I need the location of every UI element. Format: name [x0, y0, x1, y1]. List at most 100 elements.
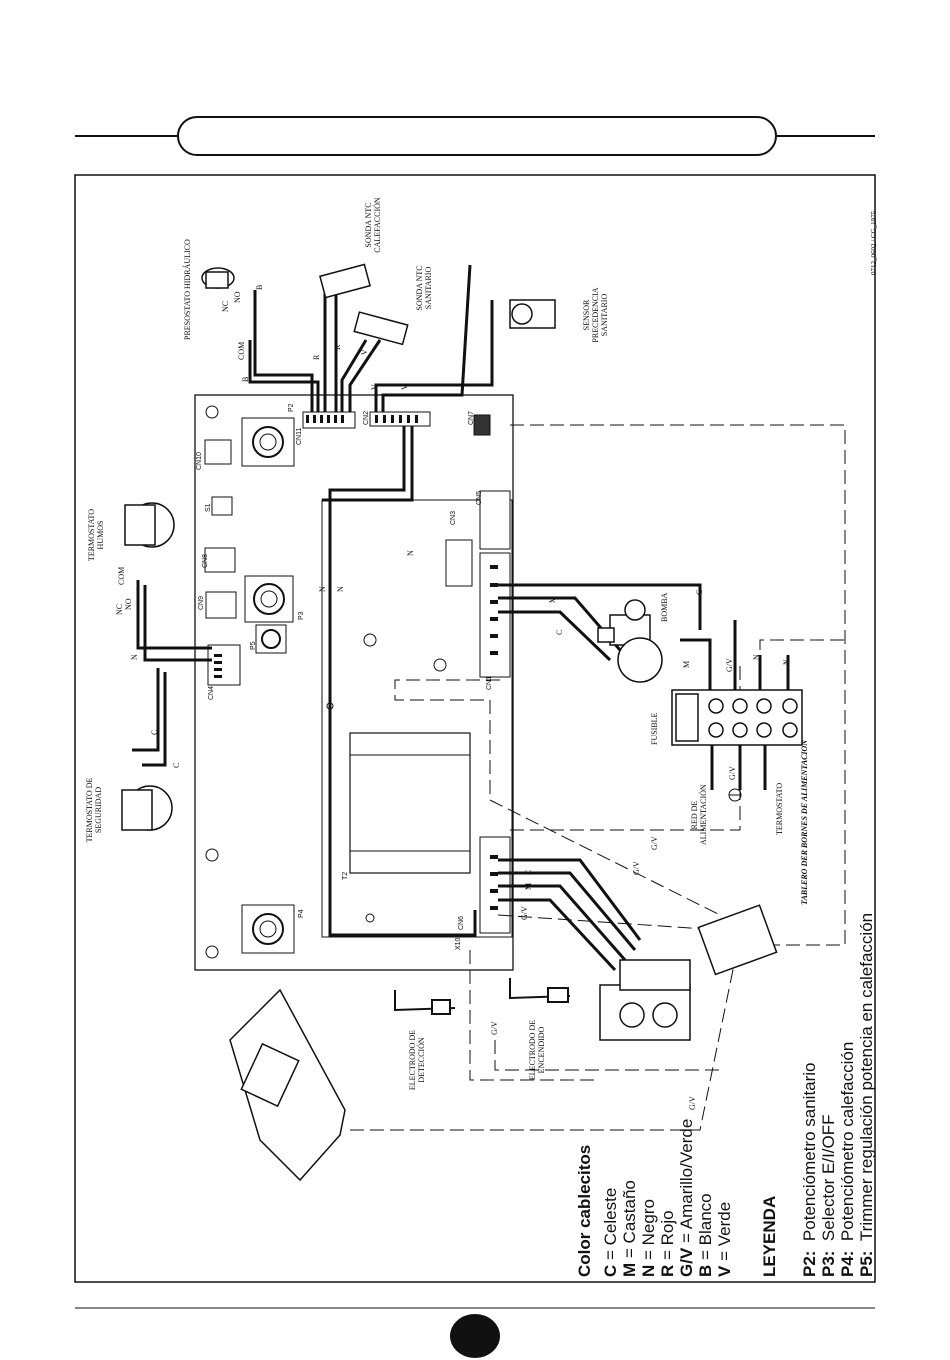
- label-termostato: TERMOSTATO: [775, 782, 784, 835]
- leyenda-item: P2: Potenciómetro sanitario: [800, 1062, 819, 1277]
- label-cn3: CN3: [450, 510, 457, 525]
- wire-c-2: C: [172, 762, 181, 768]
- label-p2: P2: [288, 403, 295, 412]
- label-bomba: BOMBA: [660, 592, 669, 622]
- presostato-icon: [201, 267, 235, 289]
- label-cn8: CN8: [202, 553, 209, 568]
- potentiometer-p3: [244, 575, 294, 623]
- color-legend: Color cablecitos C = Celeste M = Castaño…: [575, 1119, 734, 1277]
- valve-connector-icon: [697, 904, 778, 976]
- connector-pins: [214, 415, 498, 910]
- label-presostato-nc: NC: [221, 300, 230, 312]
- wire-gv-2: G/V: [728, 766, 737, 780]
- label-humos-nc: NC: [115, 603, 124, 615]
- label-termostato-humos: TERMOSTATO HUMOS: [87, 508, 105, 562]
- wire-gv-7: G/V: [688, 1096, 697, 1110]
- page-number-badge: [450, 1314, 500, 1358]
- leyenda-item: P5: Trimmer regulación potencia en calef…: [857, 912, 876, 1277]
- wire-b-1: B: [241, 376, 250, 382]
- label-x10: X10: [455, 937, 462, 950]
- pump-icon: [597, 599, 663, 683]
- label-tablero: TABLERO DER BORNES DE ALIMENTACION: [800, 739, 809, 905]
- termostato-humos-icon: [124, 502, 175, 548]
- color-legend-item: G/V = Amarillo/Verde: [677, 1118, 696, 1277]
- wire-gv-6: G/V: [490, 1021, 499, 1035]
- label-cn9: CN9: [198, 595, 205, 610]
- wire-n-4: N: [406, 550, 415, 556]
- color-legend-item: V = Verde: [715, 1201, 734, 1277]
- sensor-precedencia-icon: [509, 299, 556, 329]
- label-red-alimentacion: RED DE ALIMENTACIÓN: [690, 784, 708, 845]
- label-p4: P4: [298, 909, 305, 918]
- color-legend-title: Color cablecitos: [575, 1144, 594, 1277]
- wire-n-3: N: [130, 654, 139, 660]
- label-cn7: CN7: [468, 410, 475, 425]
- label-cn6: CN6: [458, 915, 465, 930]
- control-board: [194, 394, 514, 971]
- label-presostato: PRESOSTATO HIDRÁULICO: [183, 239, 192, 340]
- header-title-box: [177, 116, 777, 156]
- label-cn5: CN5: [476, 490, 483, 505]
- potentiometer-p4: [241, 904, 295, 954]
- wire-gv-5: G/V: [520, 906, 529, 920]
- transformer-t2: [349, 732, 471, 874]
- ground-symbol-icon: [728, 788, 742, 802]
- wire-gv-1: G/V: [725, 658, 734, 672]
- label-sensor-precedencia: SENSOR PRECEDENCIA SANITARIO: [582, 287, 609, 343]
- wire-c-3: C: [555, 629, 564, 635]
- termostato-seguridad-icon: [121, 785, 173, 831]
- burner-icon: [229, 988, 346, 1182]
- label-cn2: CN2: [363, 410, 370, 425]
- wire-m-2: M: [682, 660, 691, 668]
- diagram-frame: [74, 174, 876, 1283]
- terminal-block: [671, 689, 803, 746]
- electrodo-deteccion-icon: [394, 990, 456, 1015]
- wires: [132, 264, 790, 972]
- wire-c-4: C: [695, 589, 704, 595]
- label-cn1: CN1: [486, 675, 493, 690]
- electrodo-encendido-icon: [509, 978, 571, 1003]
- wire-n-5: N: [752, 654, 761, 660]
- leyenda: LEYENDA P2: Potenciómetro sanitario P3: …: [760, 913, 876, 1277]
- label-humos-no: NO: [124, 598, 133, 610]
- label-sonda-sanitario: SONDA NTC SANITARIO: [415, 265, 433, 311]
- label-cn10: CN10: [196, 452, 203, 470]
- wire-m-1: M: [548, 595, 557, 603]
- leyenda-item: P4: Potenciómetro calefacción: [838, 1041, 857, 1277]
- color-legend-item: M = Castaño: [620, 1180, 639, 1277]
- wire-r-2: R: [333, 344, 342, 350]
- trimmer-p5: [255, 624, 287, 654]
- label-cn4: CN4: [208, 685, 215, 700]
- wire-r-1: R: [312, 354, 321, 360]
- leyenda-item: P3: Selector E/I/OFF: [819, 1114, 838, 1277]
- wire-b-2: B: [255, 284, 264, 290]
- wire-gv-4: G/V: [632, 861, 641, 875]
- label-termostato-seguridad: TERMOSTATO DE SEGURIDAD: [85, 777, 103, 843]
- wire-m-3: M: [524, 882, 533, 890]
- sonda-calefaccion-icon: [319, 263, 371, 299]
- wire-c-1: C: [150, 729, 159, 735]
- wire-v-3: V: [400, 384, 409, 390]
- label-presostato-com: COM: [237, 341, 246, 360]
- label-p5: P5: [250, 641, 257, 650]
- wire-v-1: V: [360, 349, 369, 355]
- wire-c-5: C: [524, 869, 533, 875]
- board-connectors: [204, 411, 511, 934]
- wire-n-6: N: [782, 659, 791, 665]
- color-legend-item: R = Rojo: [658, 1210, 677, 1277]
- label-humos-com: COM: [117, 566, 126, 585]
- label-p3: P3: [298, 611, 305, 620]
- board-holes: [205, 405, 447, 959]
- label-fusible: FUSIBLE: [650, 712, 659, 745]
- wire-n-1: N: [318, 586, 327, 592]
- label-sonda-calefaccion: SONDA NTC CALEFACCIÓN: [364, 197, 382, 253]
- label-s1: S1: [205, 503, 212, 512]
- board-inner-area: [321, 499, 513, 938]
- diagram-code: 0712_0602 / CG_1975: [870, 210, 878, 275]
- leyenda-title: LEYENDA: [760, 1195, 779, 1277]
- potentiometer-p2: [241, 417, 295, 467]
- wire-gv-3: G/V: [650, 836, 659, 850]
- gas-valve-icon: [599, 959, 691, 1041]
- color-legend-item: C = Celeste: [601, 1187, 620, 1277]
- label-cn11: CN11: [296, 427, 303, 445]
